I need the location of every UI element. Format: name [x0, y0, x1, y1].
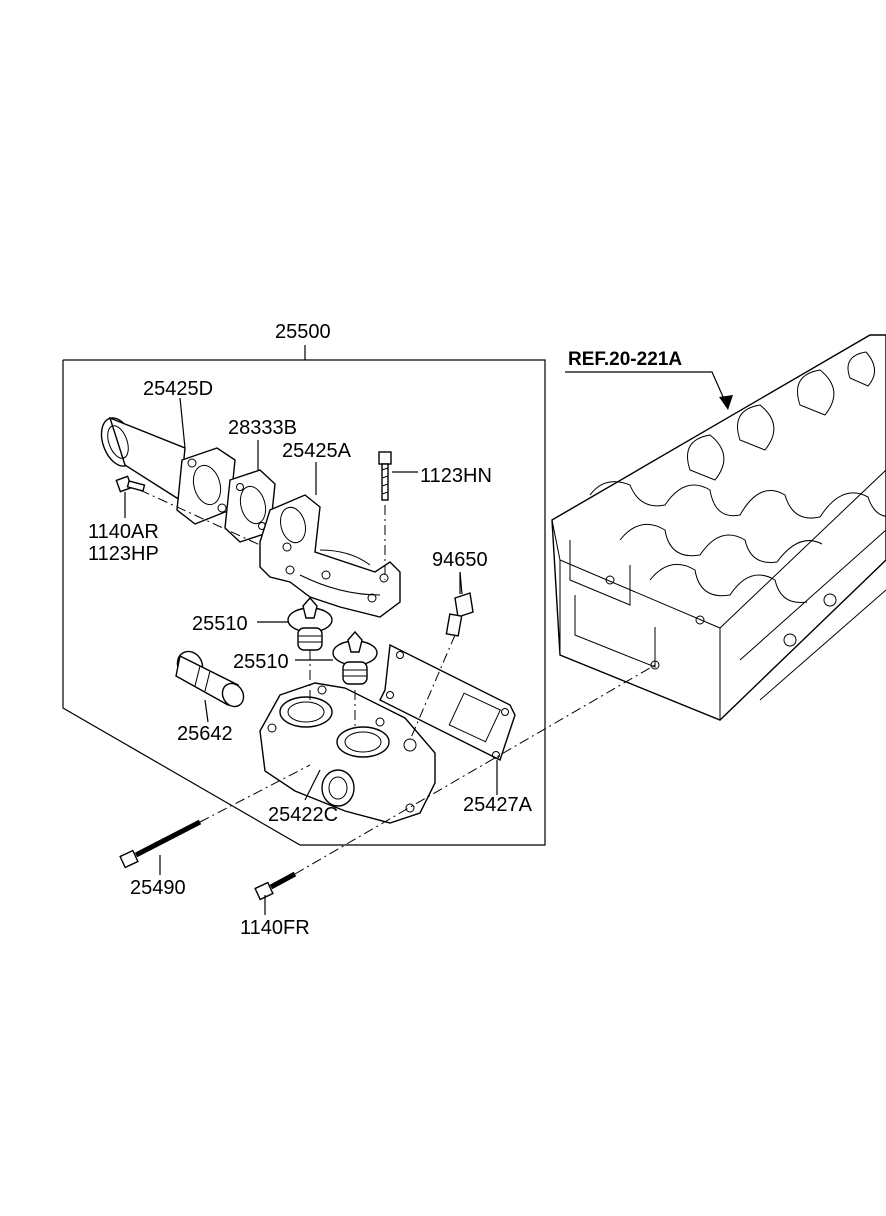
label-25510-lower: 25510: [233, 651, 289, 673]
label-1123HN: 1123HN: [420, 465, 492, 487]
alignment-lines: [139, 489, 656, 875]
assembly-boundary: [62, 345, 546, 846]
label-1140FR: 1140FR: [240, 917, 310, 939]
bolt-1140AR: [115, 475, 146, 518]
label-reference: REF.20-221A: [568, 349, 682, 370]
bolt-1123HN: [378, 451, 418, 501]
cylinder-head-reference: [551, 334, 886, 721]
outlet-pipe-25425D: [100, 416, 236, 525]
leader-lines: [179, 397, 461, 594]
label-25425D: 25425D: [143, 378, 213, 400]
housing-25422C: [259, 682, 436, 824]
label-25425A: 25425A: [282, 440, 352, 462]
label-1140AR: 1140AR: [88, 521, 159, 543]
label-25422C: 25422C: [268, 804, 338, 826]
thermostat-25510-lower: [295, 630, 378, 685]
label-25427A: 25427A: [463, 794, 533, 816]
thermostat-25510-upper: [257, 596, 333, 651]
pipe-25642: [175, 650, 245, 723]
label-28333B: 28333B: [228, 417, 297, 439]
label-1123HP: 1123HP: [88, 543, 159, 565]
label-94650: 94650: [432, 549, 488, 571]
label-25510-upper: 25510: [192, 613, 248, 635]
bolt-25490: [119, 819, 202, 875]
thermostat-housing-25425A: [259, 494, 401, 618]
label-25490: 25490: [130, 877, 186, 899]
reference-leader: [565, 371, 733, 410]
bolt-1140FR: [254, 871, 297, 915]
label-assembly: 25500: [275, 321, 331, 343]
gasket-25427A: [379, 643, 516, 795]
sensor-94650: [445, 571, 474, 637]
label-25642: 25642: [177, 723, 233, 745]
